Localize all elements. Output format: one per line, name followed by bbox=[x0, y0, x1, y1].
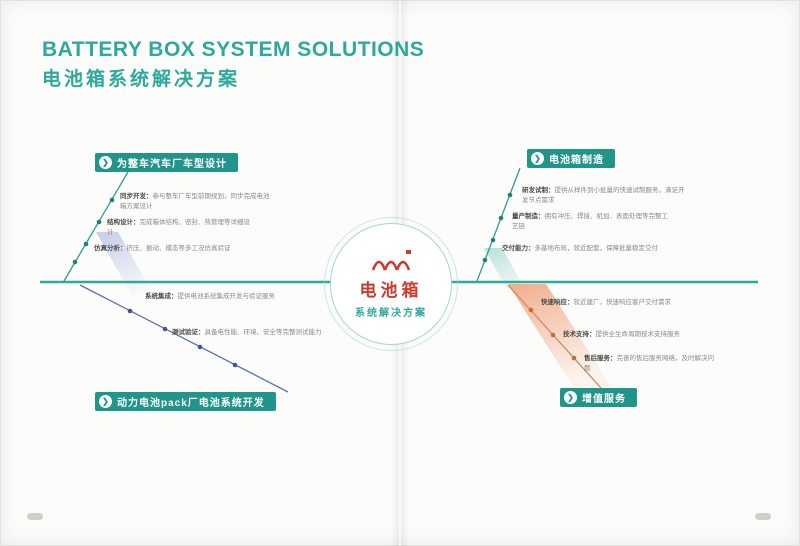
branch-label-text: 为整车汽车厂车型设计 bbox=[117, 159, 227, 170]
note-body: 挤压、振动、模态等多工况仿真验证 bbox=[126, 245, 231, 252]
branch-label-bottom-left: ❯ 动力电池pack厂电池系统开发 bbox=[95, 392, 276, 411]
note-heading: 售后服务： bbox=[584, 355, 617, 362]
note-heading: 快速响应： bbox=[541, 299, 574, 306]
branch-label-text: 动力电池pack厂电池系统开发 bbox=[117, 398, 265, 409]
center-title: 电池箱 bbox=[359, 281, 423, 300]
note-item: 量产制造：拥有冲压、焊接、机加、表面处理等完整工艺链 bbox=[512, 212, 672, 232]
note-item: 仿真分析：挤压、振动、模态等多工况仿真验证 bbox=[94, 244, 244, 254]
note-item: 技术支持：提供全生命周期技术支持服务 bbox=[563, 330, 703, 340]
chevron-icon: ❯ bbox=[99, 395, 112, 408]
center-badge: 电池箱 系统解决方案 bbox=[324, 217, 458, 351]
note-heading: 技术支持： bbox=[563, 331, 596, 338]
note-item: 售后服务：完善的售后服务网络，及时解决问题 bbox=[584, 354, 719, 374]
note-heading: 交付能力： bbox=[502, 245, 535, 252]
page-number-left bbox=[27, 513, 43, 520]
note-item: 结构设计：完成箱体结构、密封、热管理等详细设计 bbox=[107, 218, 252, 238]
note-body: 提供电池系统集成开发与验证服务 bbox=[177, 293, 276, 300]
note-item: 测试验证：具备电性能、环境、安全等完整测试能力 bbox=[172, 328, 322, 338]
brand-logo-icon bbox=[371, 250, 411, 271]
note-heading: 测试验证： bbox=[172, 329, 205, 336]
note-body: 提供全生命周期技术支持服务 bbox=[595, 331, 681, 338]
note-item: 同步开发：参与整车厂车型前期规划，同步完成电池箱方案设计 bbox=[120, 192, 270, 212]
note-heading: 同步开发： bbox=[120, 193, 153, 200]
branch-label-text: 电池箱制造 bbox=[549, 155, 604, 166]
branch-label-top-left: ❯ 为整车汽车厂车型设计 bbox=[95, 153, 238, 172]
note-item: 快速响应：就近建厂，快速响应客户交付需求 bbox=[541, 298, 686, 308]
note-body: 就近建厂，快速响应客户交付需求 bbox=[573, 299, 672, 306]
note-heading: 量产制造： bbox=[512, 213, 545, 220]
note-heading: 系统集成： bbox=[145, 293, 178, 300]
branch-label-top-right: ❯ 电池箱制造 bbox=[527, 149, 615, 168]
note-item: 交付能力：多基地布局，就近配套，保障批量稳定交付 bbox=[502, 244, 667, 254]
branch-label-bottom-right: ❯ 增值服务 bbox=[560, 388, 637, 407]
note-item: 系统集成：提供电池系统集成开发与验证服务 bbox=[145, 292, 290, 302]
note-body: 参与整车厂车型前期规划，同步完成电池箱方案设计 bbox=[120, 193, 270, 211]
note-body: 多基地布局，就近配套，保障批量稳定交付 bbox=[534, 245, 659, 252]
center-subtitle: 系统解决方案 bbox=[355, 308, 427, 319]
page-number-right bbox=[755, 513, 771, 520]
chevron-icon: ❯ bbox=[531, 152, 544, 165]
note-heading: 仿真分析： bbox=[94, 245, 127, 252]
page-title-en: BATTERY BOX SYSTEM SOLUTIONS bbox=[42, 38, 425, 61]
chevron-icon: ❯ bbox=[564, 391, 577, 404]
note-heading: 研发试制： bbox=[522, 187, 555, 194]
page-title-zh: 电池箱系统解决方案 bbox=[42, 69, 241, 90]
band-top-right bbox=[484, 248, 532, 302]
chevron-icon: ❯ bbox=[99, 156, 112, 169]
note-body: 提供从样件到小批量的快速试制服务，满足开发节点需求 bbox=[522, 187, 685, 205]
note-heading: 结构设计： bbox=[107, 219, 140, 226]
branch-label-text: 增值服务 bbox=[582, 394, 626, 405]
note-item: 研发试制：提供从样件到小批量的快速试制服务，满足开发节点需求 bbox=[522, 186, 687, 206]
note-body: 具备电性能、环境、安全等完整测试能力 bbox=[204, 329, 322, 336]
